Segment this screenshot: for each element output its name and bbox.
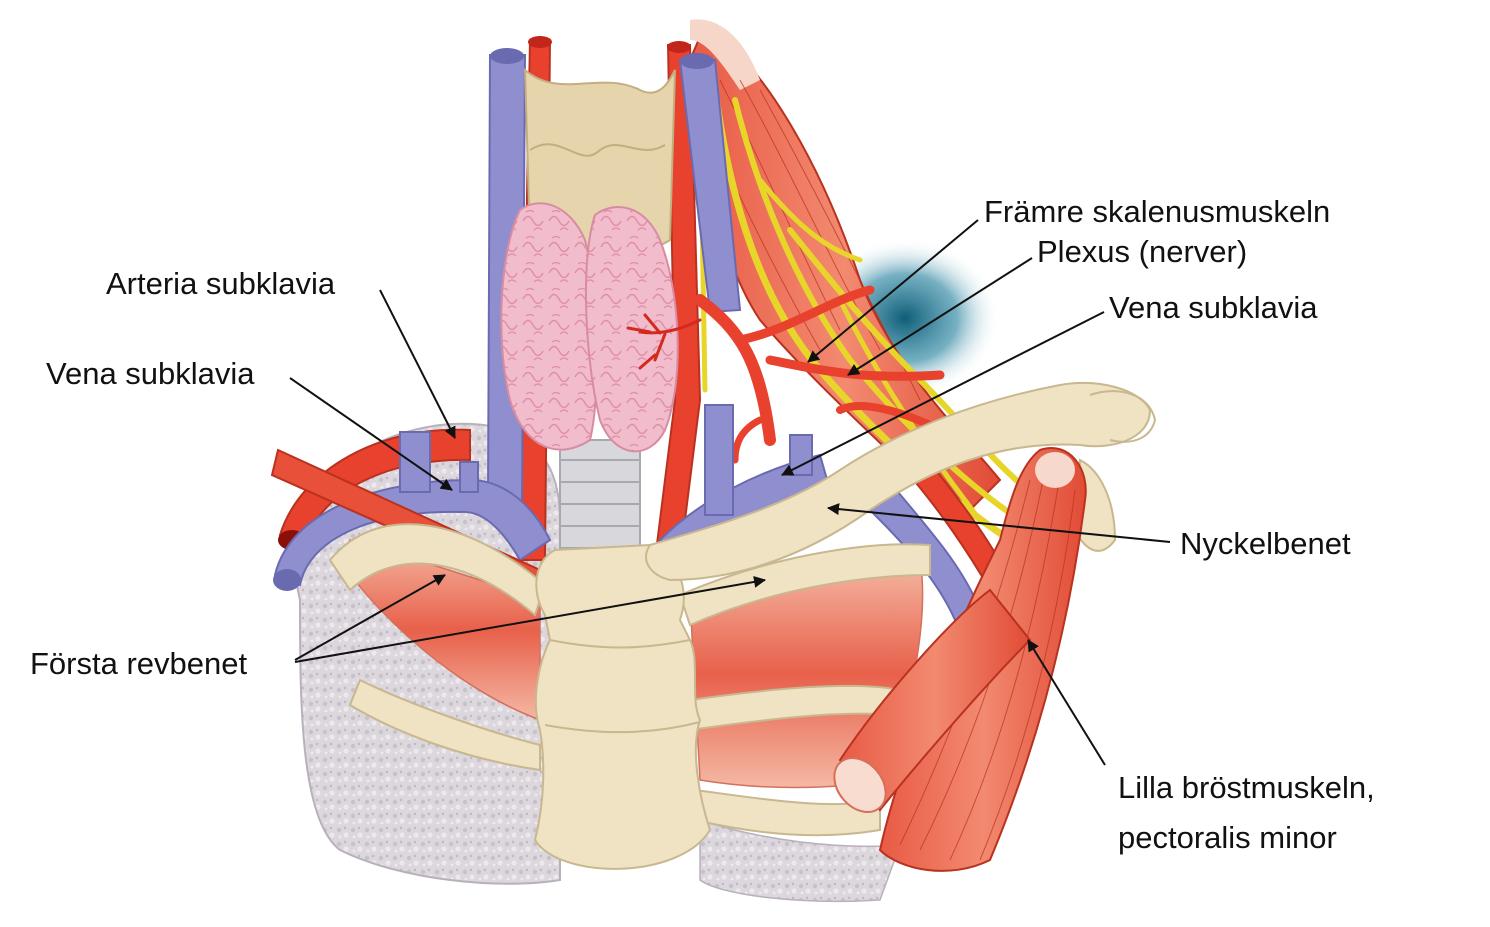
first-rib-right <box>678 543 931 627</box>
pointer-vena-right <box>781 311 1105 476</box>
cut-muscle-end <box>833 757 887 813</box>
label-framre-skalenusmuskeln: Främre skalenusmuskeln <box>984 194 1331 229</box>
vein-branch-left <box>399 431 431 493</box>
label-nyckelbenet: Nyckelbenet <box>1180 526 1351 561</box>
pointer-plexus <box>847 257 1033 376</box>
thyroid-artery-branches <box>626 313 702 370</box>
thyroid-gland-left <box>500 202 598 451</box>
pointer-vena-left <box>289 377 453 491</box>
pointer-lines <box>289 219 1171 766</box>
cartilage-ridge <box>529 143 666 157</box>
carotid-left-end <box>528 36 552 48</box>
label-arteria-subklavia: Arteria subklavia <box>106 266 336 301</box>
right-arteries <box>694 285 945 464</box>
label-vena-subklavia-left: Vena subklavia <box>46 356 255 391</box>
vein-branch-right-2 <box>789 434 813 476</box>
clavicle <box>645 382 1152 582</box>
vein-branch-right <box>704 404 734 516</box>
label-plexus-nerver: Plexus (nerver) <box>1037 234 1248 269</box>
lung-right <box>699 818 902 903</box>
jugular-right-end <box>680 53 714 69</box>
carotid-right-end <box>667 41 691 53</box>
jugular-left-end <box>490 48 524 64</box>
second-rib-left <box>348 678 541 772</box>
vein-branch-left-2 <box>459 461 479 493</box>
acromion <box>1089 390 1157 443</box>
label-forsta-revbenet: Första revbenet <box>30 646 248 681</box>
pointer-forsta-1 <box>294 574 446 661</box>
pointer-framre <box>807 219 979 363</box>
pointer-arteria <box>379 289 456 439</box>
trachea <box>559 439 641 561</box>
pectoralis-tendon-top <box>1035 452 1075 488</box>
pointer-nyckel <box>827 503 1171 543</box>
label-vena-subklavia-right: Vena subklavia <box>1109 290 1318 325</box>
label-pectoralis-minor: pectoralis minor <box>1118 820 1337 855</box>
sternum <box>533 543 712 870</box>
third-rib-right <box>694 788 881 837</box>
sternum-notch <box>544 639 701 734</box>
pointer-lilla <box>1027 639 1106 766</box>
muscle-tip <box>690 19 760 90</box>
label-lilla-brostmuskeln: Lilla bröstmuskeln, <box>1118 770 1375 805</box>
subclavian-vein-end <box>273 569 301 591</box>
pointer-forsta-2 <box>294 575 766 663</box>
